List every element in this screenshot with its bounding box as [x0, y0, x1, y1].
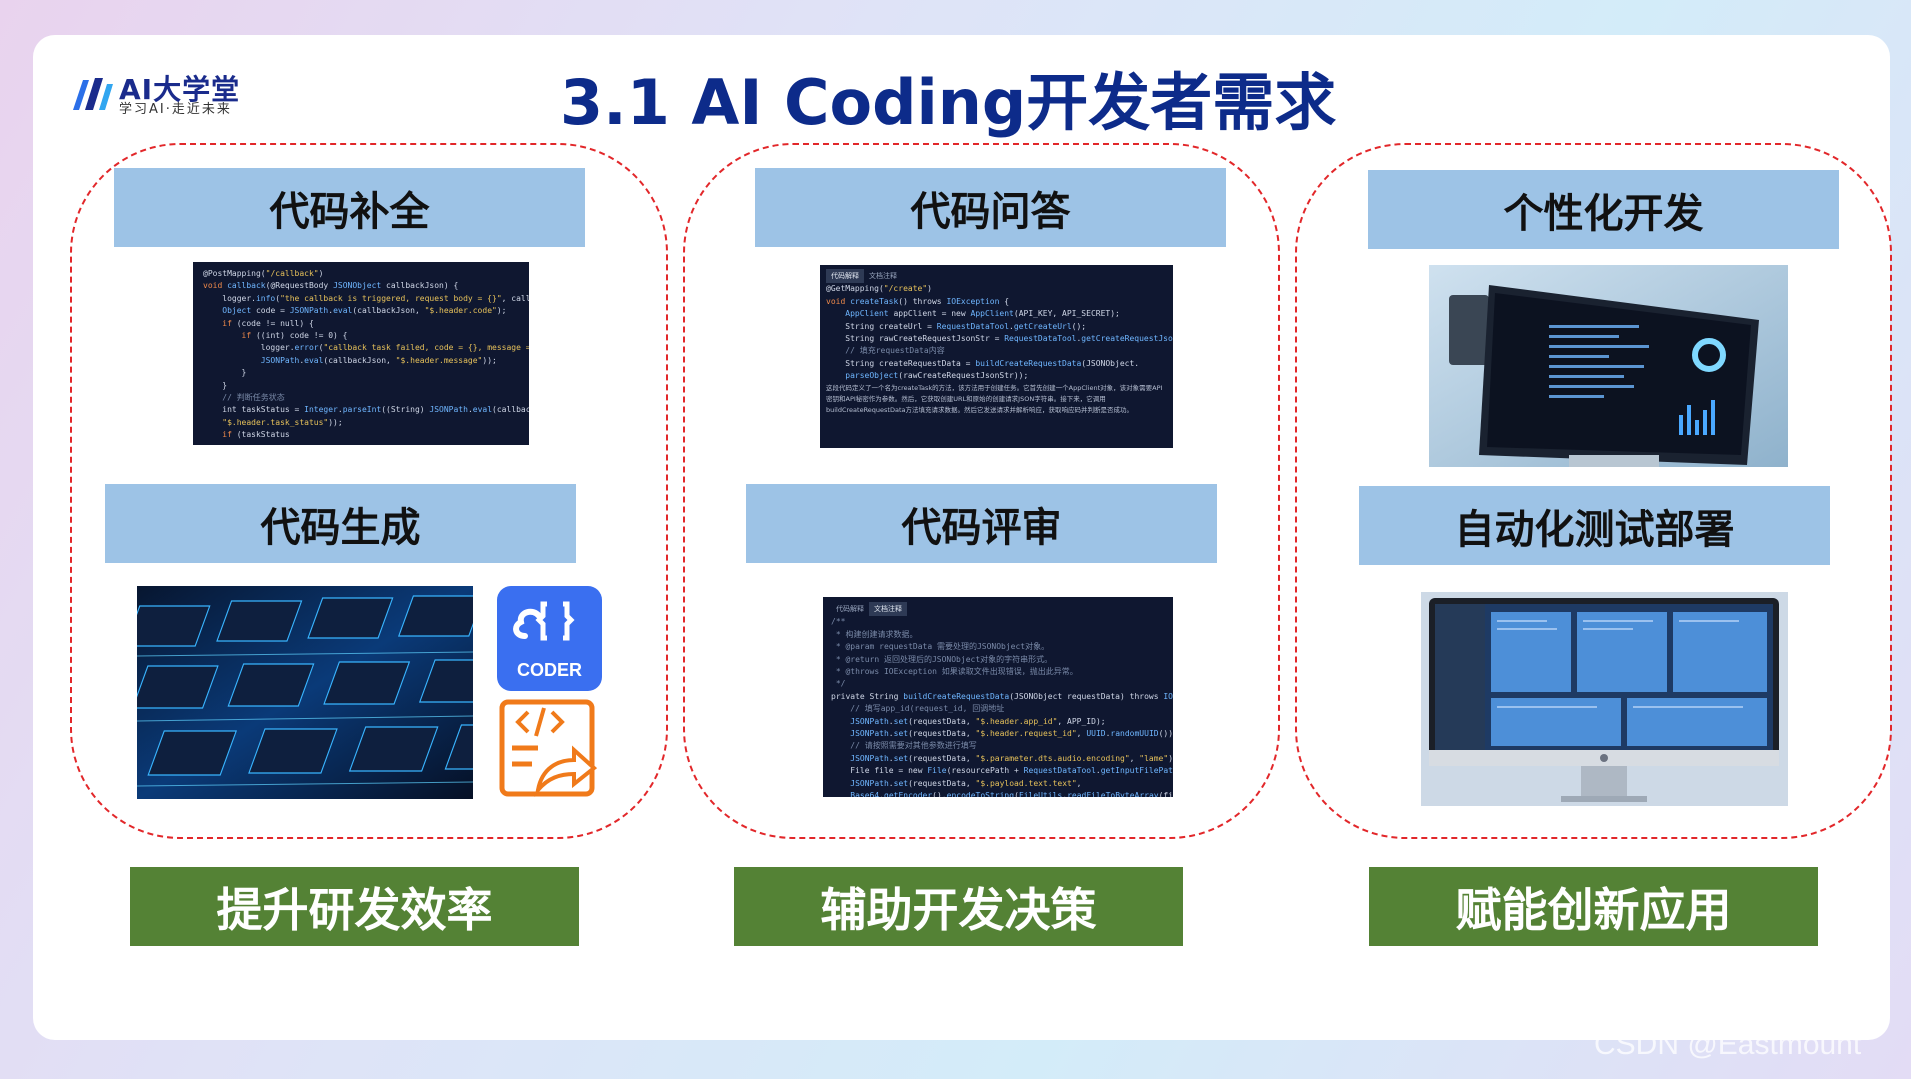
band-auto-test-deploy: 自动化测试部署: [1359, 486, 1830, 565]
group-decision-frame: [683, 143, 1280, 839]
review-tab-doc: 文档注释: [869, 602, 907, 617]
watermark: CSDN @Eastmount: [1594, 1028, 1862, 1061]
circuit-board-image: [137, 586, 473, 799]
slide-title: 3.1 AI Coding开发者需求: [560, 66, 1337, 139]
band-code-qa: 代码问答: [755, 168, 1226, 247]
outcome-efficiency: 提升研发效率: [130, 867, 579, 946]
group-innovation-frame: [1295, 143, 1892, 839]
code-qa-screenshot: 代码解释文档注释 @GetMapping("/create") void cre…: [820, 265, 1173, 448]
band-code-generation: 代码生成: [105, 484, 576, 563]
brand-mark-icon: [73, 78, 113, 110]
review-tab-explain: 代码解释: [836, 605, 864, 613]
qa-tab-explain: 代码解释: [826, 269, 864, 284]
band-code-completion: 代码补全: [114, 168, 585, 247]
group-efficiency-frame: [70, 143, 668, 839]
monitor-ai-coding-image: [1429, 265, 1788, 467]
coder-app-icon: CODER: [497, 586, 602, 691]
braces-icon: [513, 601, 575, 641]
code-completion-screenshot: @PostMapping("/callback") void callback(…: [193, 262, 529, 445]
brand-tagline: 学习AI·走近未来: [119, 102, 232, 117]
band-code-review: 代码评审: [746, 484, 1217, 563]
code-share-icon: [498, 698, 598, 798]
outcome-decision: 辅助开发决策: [734, 867, 1183, 946]
coder-label: CODER: [516, 660, 582, 680]
brand-name: AI大学堂: [119, 73, 241, 106]
code-review-screenshot: 代码解释文档注释 /** * 构建创建请求数据。 * @param reques…: [823, 597, 1173, 797]
qa-tab-doc: 文档注释: [869, 272, 897, 280]
band-personalized-dev: 个性化开发: [1368, 170, 1839, 249]
imac-ide-image: [1421, 592, 1788, 806]
outcome-innovation: 赋能创新应用: [1369, 867, 1818, 946]
brand-logo: AI大学堂 学习AI·走近未来: [69, 68, 269, 120]
